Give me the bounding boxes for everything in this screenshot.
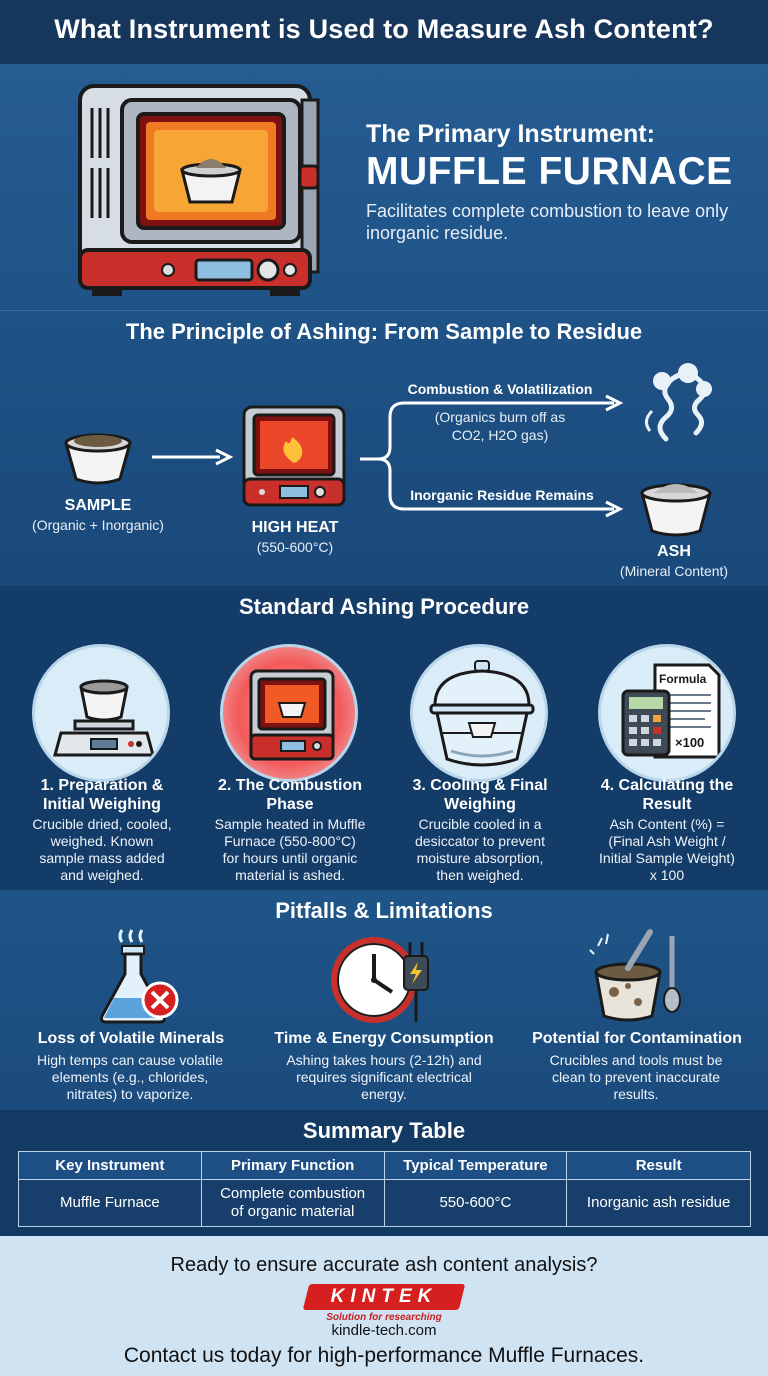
pitfall-3-desc-1: Crucibles and tools must be (549, 1052, 723, 1068)
step-2-desc-4: material is ashed. (235, 867, 345, 883)
summary-title: Summary Table (302, 1118, 466, 1143)
hero-section: The Primary Instrument: MUFFLE FURNACE F… (0, 64, 768, 310)
pitfalls-section: Pitfalls & Limitations Loss of Volatile … (0, 890, 768, 1110)
smoke-icon (645, 363, 712, 442)
muffle-furnace-icon (78, 84, 320, 296)
kintek-logo[interactable]: KINTEK (302, 1284, 466, 1310)
header-banner: What Instrument is Used to Measure Ash C… (0, 0, 768, 64)
table-header-cell: Primary Function (200, 1151, 385, 1180)
pitfall-1-title: Loss of Volatile Minerals (37, 1030, 225, 1047)
step-4-desc-2: (Final Ash Weight / (608, 833, 726, 849)
step-4-image: Formula ×100 (598, 644, 736, 782)
pitfall-1-desc-2: elements (e.g., chlorides, (51, 1069, 209, 1085)
logo-text: KINTEK (330, 1286, 438, 1307)
page-title: What Instrument is Used to Measure Ash C… (54, 14, 714, 44)
step-1-title-line1: 1. Preparation & (40, 777, 164, 794)
footer-question: Ready to ensure accurate ash content ana… (170, 1254, 598, 1276)
table-header-cell: Result (566, 1151, 751, 1180)
principle-title: The Principle of Ashing: From Sample to … (125, 319, 643, 344)
website-link[interactable]: kindle-tech.com (331, 1322, 437, 1339)
footer-section: Ready to ensure accurate ash content ana… (0, 1236, 768, 1376)
branch-arrows-icon (360, 394, 624, 518)
pitfall-3-desc-3: results. (613, 1086, 659, 1102)
calculator-formula-icon: Formula ×100 (621, 663, 721, 759)
formula-multiplier: ×100 (675, 735, 704, 750)
pitfall-1-desc-3: nitrates) to vaporize. (66, 1086, 194, 1102)
table-header-cell: Typical Temperature (383, 1151, 568, 1180)
desiccator-icon (429, 660, 535, 767)
step-3-desc-2: desiccator to prevent (415, 833, 545, 849)
step-1-desc-3: sample mass added (39, 850, 165, 866)
step-1-image (32, 644, 170, 782)
step-2-title-line2: Phase (266, 796, 314, 813)
pitfall-3-title: Potential for Contamination (532, 1030, 742, 1047)
heat-label: HIGH HEAT (251, 519, 339, 536)
hero-description: Facilitates complete combustion to leave… (366, 201, 729, 243)
table-cell: Muffle Furnace (18, 1179, 202, 1227)
summary-table: Key Instrument Primary Function Typical … (18, 1151, 751, 1227)
step-4-desc-1: Ash Content (%) = (609, 816, 725, 832)
scale-icon (53, 679, 155, 757)
step-1-title-line2: Initial Weighing (43, 796, 161, 813)
hero-subtitle: The Primary Instrument: (366, 120, 655, 148)
step-2-title-line1: 2. The Combustion (218, 777, 362, 794)
pitfall-2-desc-1: Ashing takes hours (2-12h) and (286, 1052, 482, 1068)
sample-label: SAMPLE (64, 497, 132, 514)
table-cell-line: of organic material (230, 1203, 355, 1220)
step-3-desc-4: then weighed. (436, 867, 524, 883)
table-header-row: Key Instrument Primary Function Typical … (18, 1151, 751, 1180)
step-1-desc-1: Crucible dried, cooled, (32, 816, 172, 832)
pitfall-1-desc-1: High temps can cause volatile (37, 1052, 223, 1068)
flask-warning-icon (100, 929, 179, 1024)
heat-note: (550-600°C) (256, 539, 334, 555)
ash-note: (Mineral Content) (619, 563, 729, 579)
logo-tagline: Solution for researching (326, 1312, 442, 1323)
step-2-desc-1: Sample heated in Muffle (214, 816, 366, 832)
contaminated-crucible-icon (589, 929, 681, 1022)
step-3-desc-1: Crucible cooled in a (418, 816, 542, 832)
principle-section: The Principle of Ashing: From Sample to … (0, 310, 768, 586)
step-3-title-line1: 3. Cooling & Final (412, 777, 548, 794)
step-1-desc-2: weighed. Known (50, 833, 154, 849)
hero-title: MUFFLE FURNACE (366, 150, 733, 193)
table-cell: 550-600°C (383, 1179, 568, 1227)
pitfall-2-desc-2: requires significant electrical (296, 1069, 472, 1085)
formula-word: Formula (659, 672, 707, 686)
combustion-note-2: CO2, H2O gas) (451, 427, 549, 443)
step-1-desc-4: and weighed. (60, 867, 144, 883)
step-3-desc-3: moisture absorption, (416, 850, 544, 866)
furnace-heat-icon (242, 405, 346, 507)
step-2-desc-2: Furnace (550-800°C) (224, 833, 356, 849)
step-4-title-line2: Result (642, 796, 692, 813)
step-3-title-line2: Weighing (444, 796, 516, 813)
step-4-desc-4: x 100 (649, 867, 685, 883)
sample-crucible-icon (64, 433, 132, 485)
ash-crucible-icon (640, 483, 712, 537)
step-4-desc-3: Initial Sample Weight) (599, 850, 735, 866)
procedure-section: Standard Ashing Procedure (0, 586, 768, 890)
table-cell: Complete combustion of organic material (200, 1179, 385, 1227)
pitfalls-title: Pitfalls & Limitations (275, 898, 493, 923)
table-header-cell: Key Instrument (18, 1151, 202, 1180)
step-3-image (410, 644, 548, 782)
sample-note: (Organic + Inorganic) (32, 517, 164, 533)
step-4-title-line1: 4. Calculating the (600, 777, 734, 794)
ash-label: ASH (657, 543, 691, 560)
residue-label: Inorganic Residue Remains (410, 487, 594, 503)
table-cell: Inorganic ash residue (566, 1179, 751, 1227)
pitfall-3-desc-2: clean to prevent inaccurate (551, 1069, 721, 1085)
furnace-glow-icon (249, 669, 335, 761)
clock-energy-icon (331, 937, 429, 1023)
arrow-right-icon (152, 448, 234, 466)
step-2-image (220, 644, 358, 782)
procedure-title: Standard Ashing Procedure (238, 594, 530, 619)
table-row: Muffle Furnace Complete combustion of or… (18, 1179, 751, 1227)
step-2-desc-3: for hours until organic (222, 850, 358, 866)
combustion-note-1: (Organics burn off as (434, 409, 566, 425)
contact-cta: Contact us today for high-performance Mu… (123, 1344, 645, 1367)
pitfall-2-desc-3: energy. (361, 1086, 407, 1102)
pitfall-2-title: Time & Energy Consumption (274, 1030, 494, 1047)
table-cell-line: Complete combustion (220, 1185, 366, 1202)
combustion-label: Combustion & Volatilization (407, 381, 593, 397)
